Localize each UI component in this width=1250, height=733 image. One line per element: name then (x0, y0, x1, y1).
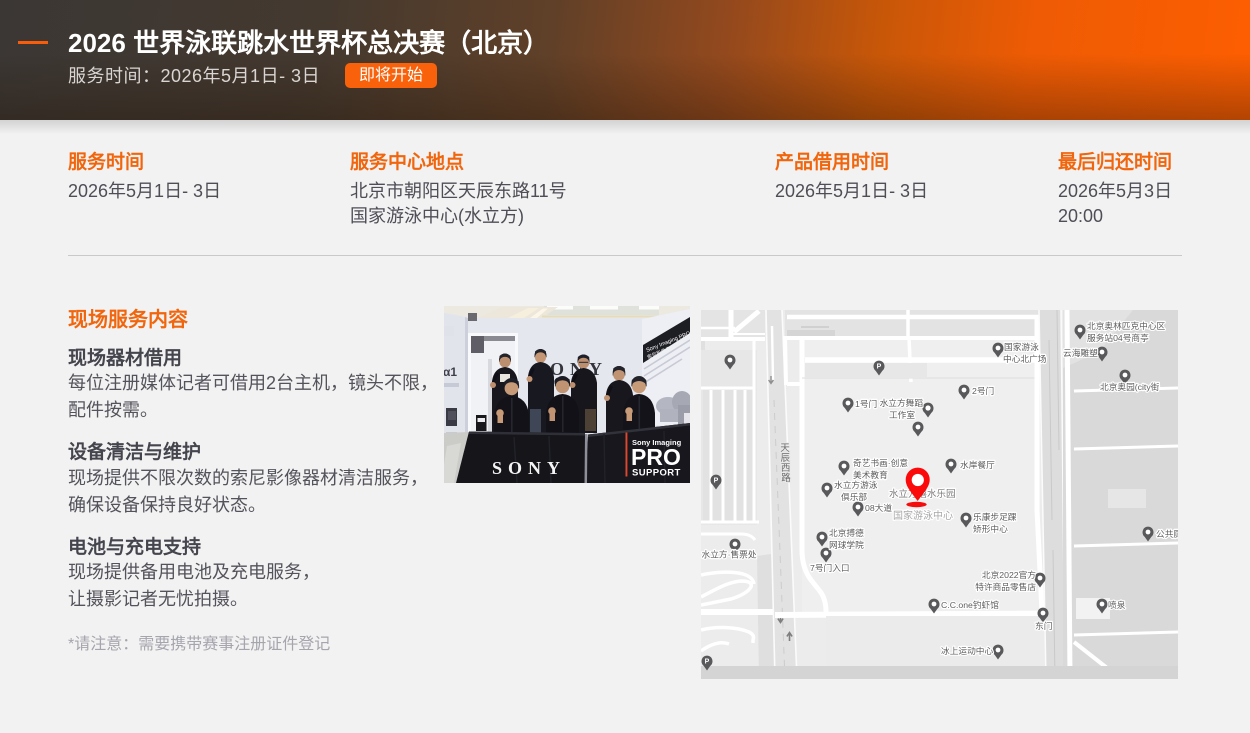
svg-text:国家游泳: 国家游泳 (1004, 341, 1039, 352)
svg-text:特许商品零售店: 特许商品零售店 (975, 581, 1036, 592)
svg-text:C.C.one钓虾馆: C.C.one钓虾馆 (941, 599, 999, 610)
svg-text:辰: 辰 (781, 453, 791, 464)
svg-text:西: 西 (781, 463, 791, 474)
svg-text:矫形中心: 矫形中心 (973, 523, 1008, 534)
svg-text:云海雕塑: 云海雕塑 (1063, 347, 1098, 358)
svg-text:北京奥园(city街: 北京奥园(city街 (1100, 381, 1160, 392)
svg-text:国家游泳中心: 国家游泳中心 (893, 509, 953, 522)
svg-text:乐康步足踝: 乐康步足踝 (973, 511, 1017, 522)
svg-text:服务站04号商亭: 服务站04号商亭 (1087, 332, 1149, 343)
svg-text:美术教育: 美术教育 (853, 469, 888, 480)
svg-text:PRO: PRO (631, 444, 681, 470)
svg-text:P: P (714, 478, 719, 485)
svg-text:水立方·售票处: 水立方·售票处 (702, 549, 757, 560)
svg-text:冰上运动中心: 冰上运动中心 (941, 645, 993, 656)
svg-text:1号门: 1号门 (855, 398, 877, 409)
svg-text:08大道: 08大道 (865, 502, 892, 513)
svg-text:路: 路 (781, 472, 791, 484)
svg-text:P: P (877, 364, 882, 371)
svg-text:7号门入口: 7号门入口 (810, 562, 850, 573)
svg-text:SONY: SONY (492, 458, 566, 478)
svg-text:工作室: 工作室 (889, 409, 915, 420)
svg-text:北京奥林匹克中心区: 北京奥林匹克中心区 (1087, 320, 1166, 331)
svg-text:P: P (705, 659, 710, 666)
svg-text:水立方舞蹈: 水立方舞蹈 (880, 397, 924, 408)
svg-text:SUPPORT: SUPPORT (632, 468, 681, 479)
svg-text:北京2022官方: 北京2022官方 (982, 569, 1036, 580)
svg-text:2号门: 2号门 (972, 385, 994, 396)
svg-text:俱乐部: 俱乐部 (841, 491, 867, 502)
svg-text:东门: 东门 (1035, 620, 1052, 631)
svg-text:网球学院: 网球学院 (829, 539, 864, 550)
svg-text:奇艺书画·创意: 奇艺书画·创意 (853, 457, 908, 468)
svg-text:水岸餐厅: 水岸餐厅 (960, 459, 995, 470)
svg-text:中心北广场: 中心北广场 (1003, 353, 1047, 364)
svg-text:喷泉: 喷泉 (1108, 599, 1126, 610)
svg-text:北京搏德: 北京搏德 (829, 527, 864, 538)
svg-text:α1: α1 (444, 365, 457, 379)
svg-text:天: 天 (780, 443, 790, 454)
svg-text:水立方游泳: 水立方游泳 (834, 479, 878, 490)
svg-text:Sony Imaging: Sony Imaging (632, 438, 682, 447)
svg-text:公共厕: 公共厕 (1156, 529, 1178, 539)
